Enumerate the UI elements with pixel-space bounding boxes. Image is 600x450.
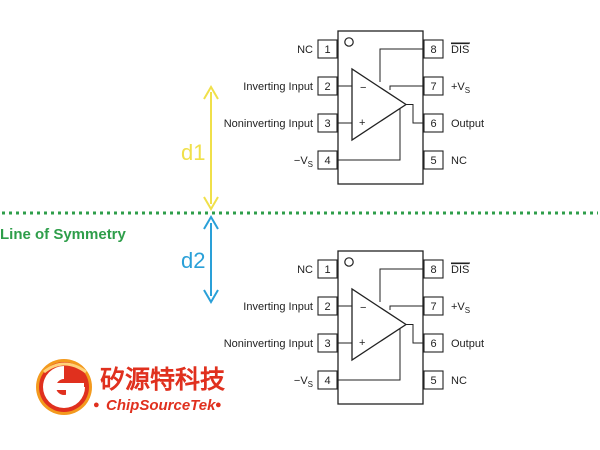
wire-vs-minus [338, 108, 401, 161]
d2-arrow [203, 215, 219, 304]
pin-label-subscript: S [308, 380, 313, 389]
pin-label: DIS [451, 44, 469, 56]
wire-output [406, 104, 423, 124]
pin-box [423, 76, 444, 96]
pin-label: −VS [294, 375, 313, 389]
pin-label: NC [451, 155, 467, 167]
pin-number: 5 [430, 155, 436, 167]
d1-label: d1 [181, 140, 205, 165]
pin-number: 2 [324, 301, 330, 313]
pin-label: Output [451, 338, 484, 350]
pin-label: Output [451, 118, 484, 130]
symmetry-line-label: Line of Symmetry [0, 226, 127, 243]
pin-label-subscript: S [308, 160, 313, 169]
pin-label: Inverting Input [243, 81, 313, 93]
opamp-triangle-icon [351, 287, 408, 362]
pin-label-text: DIS [451, 264, 469, 276]
pin-label-subscript: S [465, 86, 470, 95]
pin-box [423, 150, 444, 170]
chipsourcetek-logo: 矽源特科技 ● ChipSourceTek ● [36, 359, 225, 415]
pin-box [317, 296, 338, 316]
pin-number: 1 [324, 264, 330, 276]
pin-label-text: +V [451, 301, 465, 313]
pin-label: Noninverting Input [224, 118, 313, 130]
pin-label-text: +V [451, 81, 465, 93]
pin-box [317, 150, 338, 170]
pin-label-text: DIS [451, 44, 469, 56]
pin-label: NC [297, 44, 313, 56]
pin1-marker-icon [344, 37, 354, 47]
opamp-minus-sign: − [360, 82, 366, 94]
pin-label: Noninverting Input [224, 338, 313, 350]
wire-output [406, 324, 423, 344]
pin-label-text: NC [451, 155, 467, 167]
wire-disable [379, 48, 423, 82]
pin-box [317, 113, 338, 133]
pin-label: Inverting Input [243, 301, 313, 313]
logo-emblem-icon [36, 359, 92, 415]
pin-box [317, 76, 338, 96]
pin1-marker-icon [344, 257, 354, 267]
d1-arrow [203, 85, 219, 211]
opamp-minus-sign: − [360, 302, 366, 314]
pin-number: 8 [430, 44, 436, 56]
pin-label-text: Inverting Input [243, 81, 313, 93]
pin-box [423, 259, 444, 279]
pin-label-text: Inverting Input [243, 301, 313, 313]
pin-box [423, 39, 444, 59]
pin-number: 8 [430, 264, 436, 276]
pin-label-text: Output [451, 338, 484, 350]
pin-number: 6 [430, 338, 436, 350]
pin-label: −VS [294, 155, 313, 169]
opamp-plus-sign: + [359, 117, 365, 129]
pin-number: 4 [324, 375, 330, 387]
pin-box [317, 370, 338, 390]
pin-label: +VS [451, 81, 470, 95]
pin-number: 5 [430, 375, 436, 387]
pin-box [423, 370, 444, 390]
pin-number: 3 [324, 118, 330, 130]
logo-chinese-text: 矽源特科技 [100, 366, 225, 394]
logo-english-text: ChipSourceTek [106, 397, 216, 414]
pin-label-text: −V [294, 375, 308, 387]
wire-disable [379, 268, 423, 302]
pin-number: 1 [324, 44, 330, 56]
pin-label-text: Output [451, 118, 484, 130]
wire-vs-plus [389, 85, 423, 90]
opamp-triangle-icon [351, 67, 408, 142]
pin-number: 7 [430, 301, 436, 313]
wire-vs-plus [389, 305, 423, 310]
pin-box [423, 113, 444, 133]
pin-number: 4 [324, 155, 330, 167]
pin-label-text: −V [294, 155, 308, 167]
pin-number: 6 [430, 118, 436, 130]
pin-label-text: NC [297, 44, 313, 56]
pin-box [317, 333, 338, 353]
logo-bullet-right: ● [215, 399, 222, 411]
pin-label-text: NC [451, 375, 467, 387]
logo-bullet-left: ● [93, 399, 100, 411]
wire-vs-minus [338, 328, 401, 381]
pin-number: 2 [324, 81, 330, 93]
pin-label-text: Noninverting Input [224, 338, 313, 350]
pin-label-subscript: S [465, 306, 470, 315]
pin-label: NC [297, 264, 313, 276]
pin-box [423, 296, 444, 316]
pin-label-text: NC [297, 264, 313, 276]
pin-box [317, 259, 338, 279]
pin-box [423, 333, 444, 353]
pin-label: +VS [451, 301, 470, 315]
pin-label-text: Noninverting Input [224, 118, 313, 130]
opamp-plus-sign: + [359, 337, 365, 349]
pin-label: NC [451, 375, 467, 387]
pin-label: DIS [451, 264, 469, 276]
pin-number: 3 [324, 338, 330, 350]
pin-box [317, 39, 338, 59]
d2-label: d2 [181, 248, 205, 273]
pin-number: 7 [430, 81, 436, 93]
